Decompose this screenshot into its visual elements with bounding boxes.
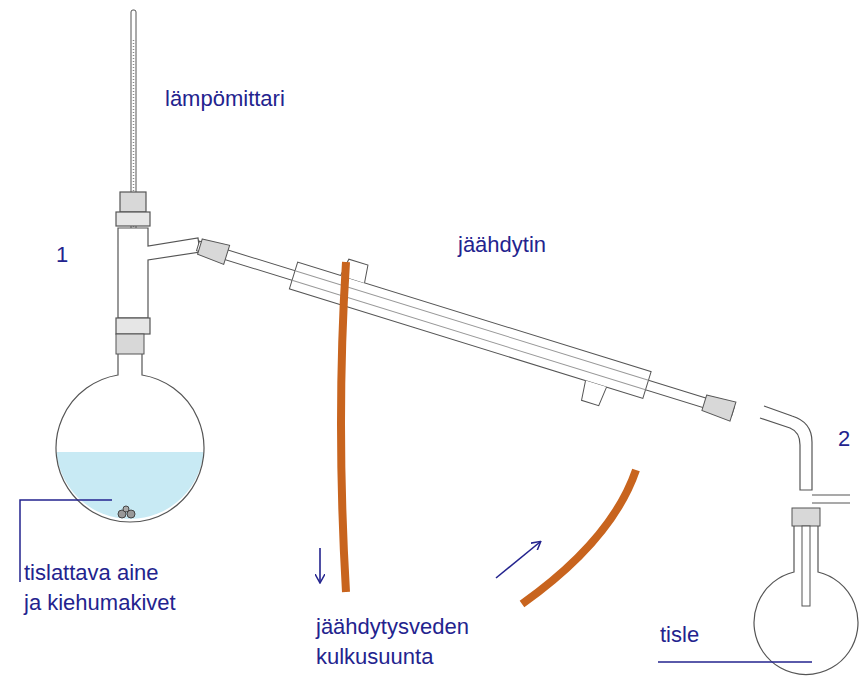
part-label: lämpömittari <box>165 84 365 114</box>
part-label: tislattava aine ja kiehumakivet <box>24 558 181 618</box>
callout-number: 1 <box>56 240 86 270</box>
part-label: tisle <box>660 620 800 650</box>
still-head <box>116 192 200 334</box>
callout-number: 2 <box>838 424 858 454</box>
flow-arrow <box>320 542 540 582</box>
boiling-flask <box>56 334 206 532</box>
receiving-flask <box>754 406 858 675</box>
part-label: jäähdytysveden kulkusuunta <box>316 612 556 672</box>
condenser <box>188 215 742 444</box>
part-label: jäähdytin <box>458 230 658 260</box>
cooling-hose <box>341 262 636 604</box>
